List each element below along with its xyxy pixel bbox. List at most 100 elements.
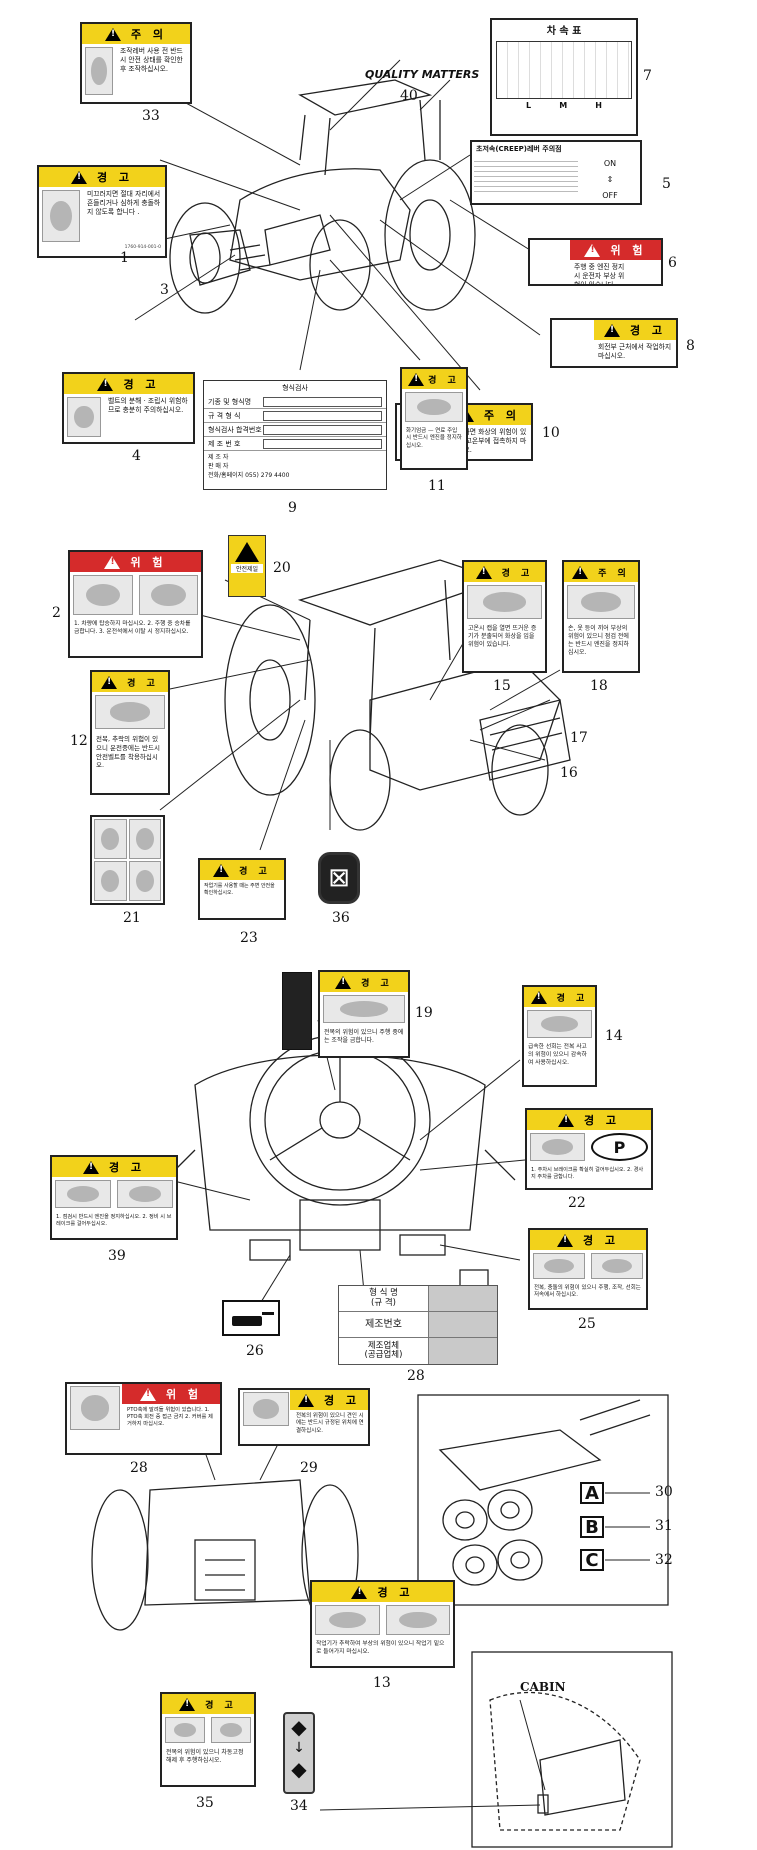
- label-33-header: 주 의: [130, 28, 168, 41]
- label-2: 위 험 1. 차량에 탑승하지 마십시오. 2. 주행 중 승차를 금합니다. …: [68, 550, 203, 658]
- callout-11: 11: [428, 478, 446, 494]
- callout-35: 35: [196, 1795, 214, 1811]
- label-23-text: 작업기를 사용할 때는 주변 안전을 확인하십시오.: [204, 883, 275, 896]
- callout-4: 4: [132, 448, 141, 464]
- oil-can-icon: [232, 1316, 262, 1326]
- label-5-text-lines: [474, 158, 578, 196]
- callout-36: 36: [332, 910, 350, 926]
- callout-14: 14: [605, 1028, 623, 1044]
- label-20-safety-first: 안전제일: [228, 535, 266, 597]
- crush-hazard-icon: [315, 1605, 380, 1635]
- creep-off: OFF: [602, 191, 618, 200]
- label-19-header: 경 고: [361, 978, 393, 989]
- callout-9: 9: [288, 500, 297, 516]
- label-19-text: 전복의 위험이 있으니 주행 중에는 조작을 금합니다.: [324, 1029, 404, 1045]
- callout-7: 7: [643, 68, 652, 84]
- callout-33: 33: [142, 108, 160, 124]
- callout-2: 2: [52, 605, 61, 621]
- label-22-header: 경 고: [583, 1114, 621, 1127]
- safety-triangle-icon: [235, 542, 259, 562]
- tractor-front-view: [169, 79, 476, 314]
- creep-arrow-icon: ⇕: [606, 175, 614, 184]
- hazard-icon-b: [128, 819, 161, 859]
- label-13: 경 고 작업기가 추락하여 부상의 위험이 있으니 작업기 밑으로 들어가지 마…: [310, 1580, 455, 1668]
- plate-field-4: 제 조 번 호: [208, 439, 241, 448]
- label-26-oil: [222, 1300, 280, 1336]
- label-18-text: 손, 옷 등이 끼어 부상의 위험이 있으니 점검 전에는 반드시 엔진을 정지…: [568, 625, 629, 657]
- callout-27: 28: [407, 1368, 425, 1384]
- label-4: 경 고 벨트의 분해 · 조립시 위험하므로 충분히 주의하십시오.: [62, 372, 195, 444]
- lock-lever-icon: [385, 1605, 450, 1635]
- plate-field-5: 제 조 자: [208, 454, 229, 461]
- creep-on: ON: [603, 159, 617, 168]
- leader-lines-2: [159, 579, 561, 851]
- label-25-header: 경 고: [582, 1234, 620, 1247]
- label-13-header: 경 고: [377, 1586, 414, 1599]
- label-10-header: 주 의: [483, 409, 521, 422]
- valve-tag-b: B: [580, 1516, 604, 1538]
- label-12: 경 고 전복, 추락의 위험이 있으니 운전중에는 반드시 안전벨트를 착용하십…: [90, 670, 170, 795]
- label-7-title: 차 속 표: [546, 26, 582, 37]
- callout-13: 13: [373, 1675, 391, 1691]
- label-15: 경 고 고온시 캡을 열면 뜨거운 증기가 분출되어 화상을 입을 위험이 있습…: [462, 560, 547, 673]
- speed-table: [496, 41, 632, 99]
- rollover-icon: [95, 695, 165, 729]
- callout-19: 19: [415, 1005, 433, 1021]
- plate-field-2: 규 격 형 식: [208, 411, 241, 420]
- callout-10: 10: [542, 425, 560, 441]
- label-28-header: 위 험: [165, 1388, 203, 1401]
- callout-18: 18: [590, 678, 608, 694]
- label-11-header: 경 고: [428, 375, 460, 386]
- label-29-header: 경 고: [323, 1394, 361, 1407]
- lock-closed-icon: ◆: [291, 1757, 307, 1781]
- id-plate-row-2: 제조번호: [339, 1312, 429, 1337]
- arrow-down-icon: ↓: [293, 1740, 305, 1756]
- label-1-text: 미끄러지면 절대 자리에서 흔들리거나 심하게 충돌하지 않도록 합니다 .: [87, 190, 161, 217]
- collision-icon: [533, 1253, 585, 1279]
- callout-34: 34: [290, 1798, 308, 1814]
- label-25: 경 고 전복, 충돌의 위험이 있으니 주행, 조작, 선회는 저속에서 하십시…: [528, 1228, 648, 1310]
- hazard-icon-d: [128, 861, 161, 901]
- label-4-text: 벨트의 분해 · 조립시 위험하므로 충분히 주의하십시오.: [108, 397, 188, 415]
- leader-lines-6: [319, 1699, 546, 1811]
- label-12-header: 경 고: [127, 678, 159, 689]
- label-39-header: 경 고: [108, 1161, 146, 1174]
- cab-interior: [164, 1034, 516, 1311]
- sharp-turn-icon: [527, 1010, 592, 1038]
- label-18-header: 주 의: [598, 568, 630, 579]
- leader-lines-1: [134, 59, 541, 391]
- label-34-lock-indicator: ◆ ↓ ◆: [283, 1712, 315, 1794]
- label-13-text: 작업기가 추락하여 부상의 위험이 있으니 작업기 밑으로 들어가지 마십시오.: [316, 1641, 445, 1655]
- label-22-text: 1. 주차시 브레이크를 확실히 걸어두십시오. 2. 경사지 주차를 금합니다…: [531, 1167, 644, 1181]
- label-2-text: 1. 차량에 탑승하지 마십시오. 2. 주행 중 승차를 금합니다. 3. 운…: [74, 621, 191, 635]
- label-8: 경 고 회전부 근처에서 작업하지 마십시오.: [550, 318, 678, 368]
- label-19: 경 고 전복의 위험이 있으니 주행 중에는 조작을 금합니다.: [318, 970, 410, 1058]
- callout-23: 23: [240, 930, 258, 946]
- label-28-text: PTO축에 말려들 위험이 있습니다. 1. PTO축 회전 중 접근 금지 2…: [127, 1407, 213, 1428]
- pto-entanglement-icon: [70, 1386, 120, 1430]
- label-6-text: 주행 중 엔진 정지 시 운전자 부상 위험이 있습니다.: [574, 263, 625, 286]
- label-12-text: 전복, 추락의 위험이 있으니 운전중에는 반드시 안전벨트를 착용하십시오.: [96, 735, 160, 770]
- plate-phone: 055) 279 4400: [245, 472, 290, 479]
- callout-28: 28: [130, 1460, 148, 1476]
- label-14: 경 고 급속한 선회는 전복 사고의 위험이 있으니 감속하여 사용하십시오.: [522, 985, 597, 1087]
- callout-26: 26: [246, 1343, 264, 1359]
- hydraulic-valve-block: [417, 1394, 669, 1606]
- plate-field-6: 판 매 자: [208, 463, 229, 470]
- parking-icon: P: [591, 1133, 648, 1161]
- label-35: 경 고 전복의 위험이 있으니 차동고정 해제 후 주행하십시오.: [160, 1692, 256, 1787]
- label-8-header: 경 고: [629, 324, 667, 337]
- label-39: 경 고 1. 점검시 반드시 엔진을 정지하십시오. 2. 정비 시 브레이크를…: [50, 1155, 178, 1240]
- label-29-text: 전복의 위험이 있으니 견인 시에는 반드시 규정된 위치에 연결하십시오.: [296, 1413, 364, 1434]
- label-4-header: 경 고: [123, 378, 160, 391]
- label-39-text: 1. 점검시 반드시 엔진을 정지하십시오. 2. 정비 시 브레이크를 걸어두…: [56, 1214, 172, 1228]
- label-8-text: 회전부 근처에서 작업하지 마십시오.: [598, 343, 672, 361]
- label-27-id-plate: 형 식 명 (규 격) 제조번호 제조업체 (공급업체): [338, 1285, 498, 1365]
- label-33-text: 조작레버 사용 전 반드시 안전 상태를 확인한 후 조작하십시오.: [120, 47, 183, 74]
- callout-31: 31: [655, 1518, 673, 1534]
- label-15-header: 경 고: [501, 568, 534, 579]
- callout-39: 39: [108, 1248, 126, 1264]
- hazard-icon-c: [94, 861, 127, 901]
- label-19-side-strip: [282, 972, 312, 1050]
- label-11-text: 화기엄금 — 연료 주입시 반드시 엔진을 정지하십시오.: [406, 428, 462, 449]
